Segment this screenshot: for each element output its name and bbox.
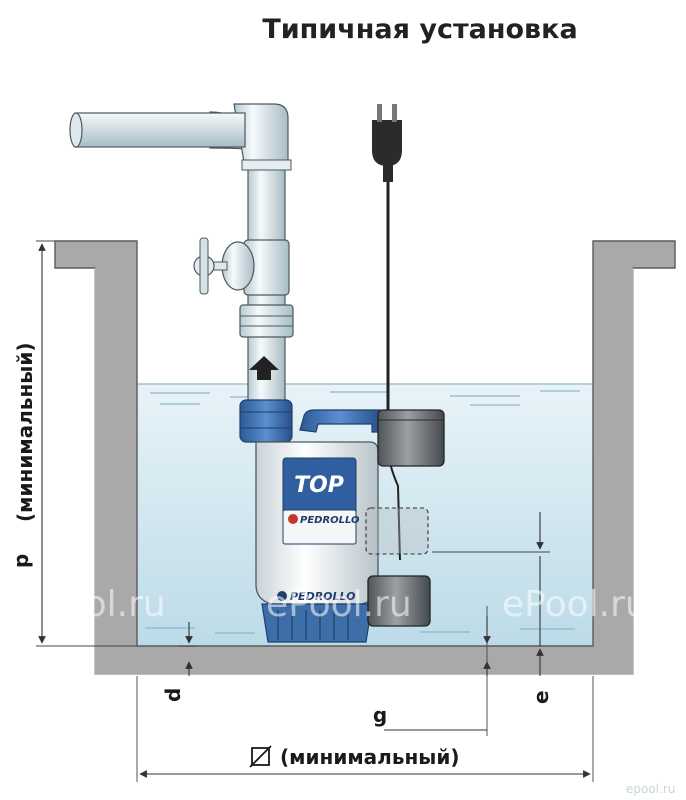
dimension-e <box>432 512 550 676</box>
flow-up-arrow <box>249 356 279 380</box>
dimension-p-label: p <box>9 554 33 568</box>
square-symbol-icon <box>249 745 272 768</box>
gate-valve <box>193 237 255 295</box>
dimension-g <box>384 606 491 736</box>
pump-handle <box>299 409 381 433</box>
pump-model-label: TOP <box>294 473 344 498</box>
pump-brand-label-lower: PEDROLLO <box>290 590 356 603</box>
float-switch-ghost <box>365 507 429 555</box>
dimension-p <box>36 240 137 647</box>
dimension-d <box>178 622 196 676</box>
corner-watermark: epool.ru <box>626 782 675 796</box>
float-switch-upper <box>377 409 445 467</box>
dimension-p-note: (минимальный) <box>13 342 37 522</box>
watermark-1: ePool.ru <box>20 584 166 625</box>
pump-outlet-union <box>239 399 293 443</box>
float-switch-lower <box>367 575 431 627</box>
diagram-title: Типичная установка <box>262 14 577 45</box>
watermark-2: ePool.ru <box>266 584 412 625</box>
dimension-d-label: d <box>161 688 185 702</box>
pump-body: TOP PEDROLLO PEDROLLO <box>255 441 379 643</box>
water-surface <box>137 383 593 634</box>
power-cable <box>372 104 402 561</box>
dimension-g-label: g <box>373 703 387 727</box>
dimension-width <box>136 676 594 782</box>
watermark-3: ePool.ru <box>502 584 648 625</box>
dimension-width-note: (минимальный) <box>280 745 460 769</box>
dimension-e-label: e <box>529 690 553 704</box>
pump-brand-label: PEDROLLO <box>300 515 360 526</box>
